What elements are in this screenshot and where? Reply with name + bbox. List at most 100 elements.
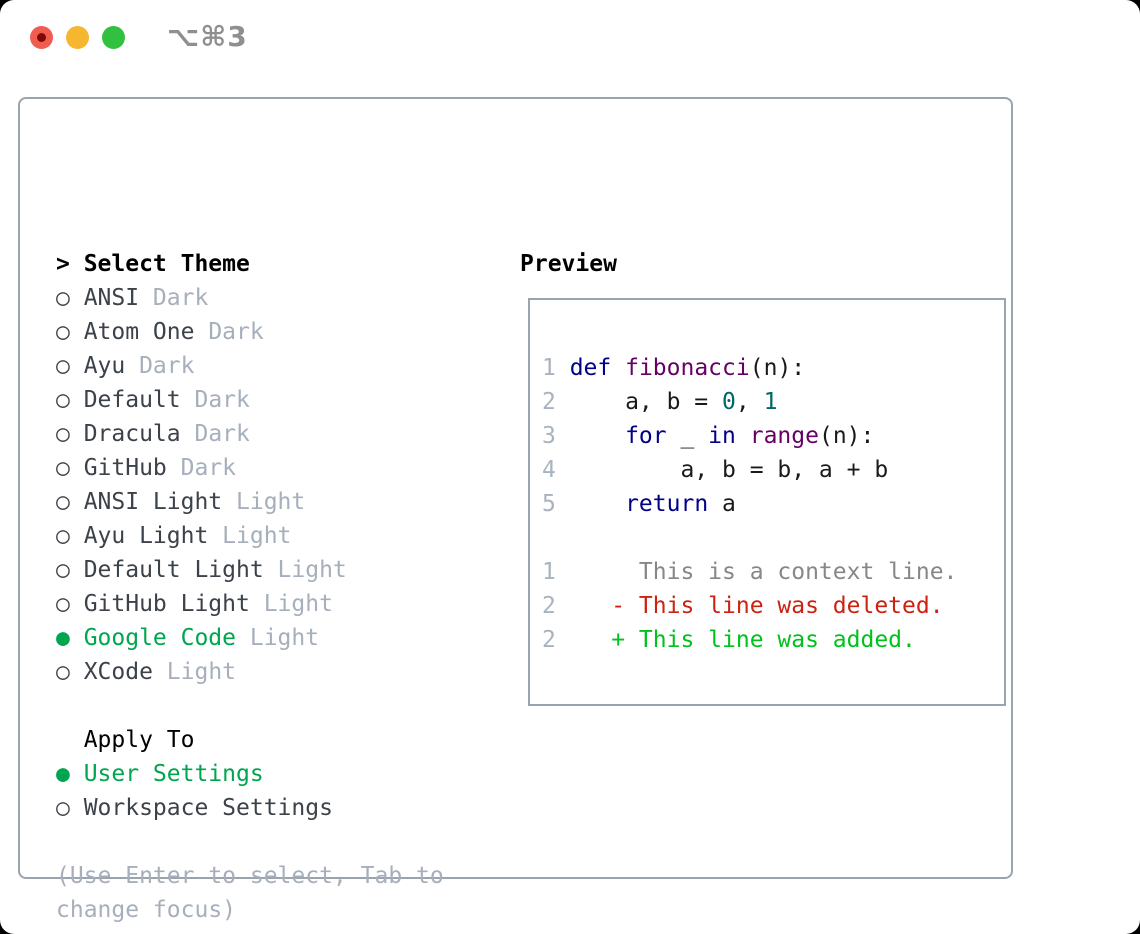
radio-icon: ○ bbox=[56, 285, 70, 311]
code-segment: fibonacci bbox=[625, 355, 750, 381]
code-segment bbox=[611, 355, 625, 381]
theme-name-label: Google Code bbox=[83, 625, 237, 651]
diff-text: - This line was deleted. bbox=[569, 593, 944, 619]
help-text: (Use Enter to select, Tab to change focus… bbox=[56, 859, 506, 927]
code-segment: a, b = b, a + b bbox=[569, 457, 889, 483]
theme-name-label: Default bbox=[83, 387, 181, 413]
radio-icon: ○ bbox=[56, 455, 70, 481]
line-number: 2 bbox=[542, 627, 556, 653]
theme-variant-label: Light bbox=[263, 591, 333, 617]
close-button-icon[interactable] bbox=[30, 26, 53, 49]
theme-item-default[interactable]: ○ Default Dark bbox=[56, 383, 506, 417]
code-segment bbox=[570, 491, 625, 517]
select-theme-title-label: Select Theme bbox=[83, 251, 250, 277]
code-segment: ): bbox=[777, 355, 806, 381]
apply-option-user-settings[interactable]: ●User Settings bbox=[56, 757, 506, 791]
theme-variant-label: Light bbox=[249, 625, 320, 651]
theme-name-label: Dracula bbox=[83, 421, 181, 447]
theme-variant-label: Light bbox=[222, 523, 292, 549]
apply-option-workspace-settings[interactable]: ○ Workspace Settings bbox=[56, 791, 506, 825]
theme-variant-label: Dark bbox=[194, 421, 250, 447]
diff-line-context: 1 This is a context line. bbox=[542, 555, 1004, 589]
diff-text: This is a context line. bbox=[569, 559, 958, 585]
code-segment: ( bbox=[749, 355, 764, 381]
window-shortcut-label: ⌥⌘3 bbox=[167, 20, 248, 53]
line-number: 3 bbox=[542, 423, 556, 449]
radio-icon: ○ bbox=[56, 489, 70, 515]
code-segment: , bbox=[735, 389, 764, 415]
line-number: 5 bbox=[542, 491, 556, 517]
code-segment: 0 bbox=[722, 389, 736, 415]
blank-line bbox=[542, 521, 1004, 555]
code-segment: _ bbox=[666, 423, 709, 449]
code-line: 4 a, b = b, a + b bbox=[542, 453, 1004, 487]
theme-name-label: Ayu bbox=[83, 353, 126, 379]
theme-variant-label: Dark bbox=[180, 455, 237, 481]
code-segment: def bbox=[569, 355, 612, 381]
code-segment: for bbox=[625, 423, 667, 449]
line-number: 2 bbox=[542, 593, 556, 619]
radio-icon: ○ bbox=[56, 659, 70, 685]
spacer bbox=[56, 689, 506, 723]
code-line: 5 return a bbox=[542, 487, 1004, 521]
diff-line-deleted: 2 - This line was deleted. bbox=[542, 589, 1004, 623]
apply-option-label: User Settings bbox=[83, 761, 264, 787]
code-segment: in bbox=[708, 423, 736, 449]
titlebar: ⌥⌘3 bbox=[0, 0, 1140, 72]
help-line: (Use Enter to select, Tab to bbox=[56, 863, 444, 889]
theme-variant-label: Dark bbox=[152, 285, 209, 311]
code-segment: return bbox=[625, 491, 709, 517]
radio-icon: ○ bbox=[56, 795, 70, 821]
theme-name-label: Default Light bbox=[83, 557, 264, 583]
focus-caret-icon: > bbox=[56, 251, 70, 277]
apply-to-title: Apply To bbox=[83, 727, 195, 753]
apply-option-label: Workspace Settings bbox=[83, 795, 333, 821]
theme-item-github[interactable]: ○ GitHub Dark bbox=[56, 451, 506, 485]
code-line: 3 for _ in range(n): bbox=[542, 419, 1004, 453]
diff-text: + This line was added. bbox=[569, 627, 916, 653]
theme-variant-label: Light bbox=[277, 557, 347, 583]
code-line: 2 a, b = 0, 1 bbox=[542, 385, 1004, 419]
code-line: 1 def fibonacci(n): bbox=[542, 351, 1004, 385]
code-segment: n bbox=[763, 355, 778, 381]
code-segment bbox=[570, 423, 625, 449]
line-number: 1 bbox=[542, 355, 556, 381]
theme-item-github-light[interactable]: ○ GitHub Light Light bbox=[56, 587, 506, 621]
line-number: 1 bbox=[542, 559, 556, 585]
code-segment: a, b = bbox=[569, 389, 723, 415]
zoom-button-icon[interactable] bbox=[102, 26, 125, 49]
preview-diff-block: 1 This is a context line.2 - This line w… bbox=[542, 555, 1004, 657]
theme-name-label: ANSI Light bbox=[83, 489, 223, 515]
theme-variant-label: Dark bbox=[194, 387, 250, 413]
theme-name-label: XCode bbox=[83, 659, 153, 685]
radio-icon: ○ bbox=[56, 523, 70, 549]
radio-icon: ○ bbox=[56, 591, 70, 617]
radio-icon: ○ bbox=[56, 387, 70, 413]
code-segment bbox=[736, 423, 750, 449]
code-segment: range bbox=[749, 423, 819, 449]
theme-item-xcode[interactable]: ○ XCode Light bbox=[56, 655, 506, 689]
spacer bbox=[56, 825, 506, 859]
theme-name-label: GitHub bbox=[83, 455, 167, 481]
radio-icon: ○ bbox=[56, 353, 70, 379]
help-line: change focus) bbox=[56, 897, 237, 923]
minimize-button-icon[interactable] bbox=[66, 26, 89, 49]
code-segment: 1 bbox=[763, 389, 778, 415]
theme-variant-label: Dark bbox=[208, 319, 264, 345]
theme-name-label: Atom One bbox=[83, 319, 195, 345]
line-number: 4 bbox=[542, 457, 556, 483]
theme-variant-label: Light bbox=[166, 659, 237, 685]
theme-name-label: GitHub Light bbox=[83, 591, 250, 617]
